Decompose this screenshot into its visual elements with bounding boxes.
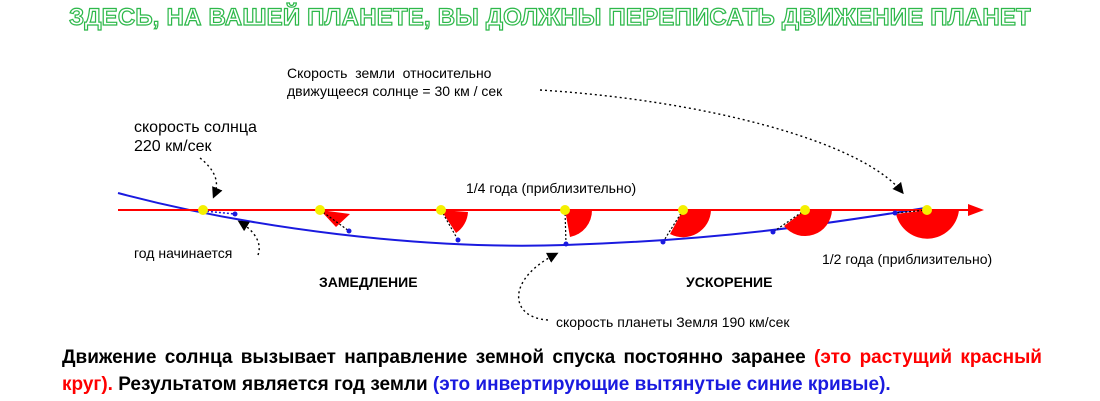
earth-marker: [892, 210, 898, 216]
leader-year-begins: [237, 220, 260, 256]
caption-part3: Результатом является год земли: [112, 374, 433, 395]
sun-marker: [800, 205, 810, 215]
growth-sector: [670, 210, 711, 238]
sun-earth-link: [772, 209, 806, 233]
label-sun-speed-line1: скорость солнца: [134, 119, 257, 136]
sun-marker: [436, 205, 446, 215]
sun-earth-link: [894, 209, 928, 214]
growth-sector: [320, 210, 350, 227]
sun-earth-link: [440, 209, 459, 241]
label-earth-speed-line2: движущееся солнце = 30 км / сек: [287, 83, 503, 99]
label-year-begins: год начинается: [134, 245, 232, 261]
earth-marker: [770, 229, 776, 235]
leader-planet-speed: [517, 252, 559, 321]
growth-sector: [784, 210, 832, 237]
leader-earth-speed: [539, 89, 904, 195]
sun-marker: [315, 205, 325, 215]
sun-earth-link: [202, 210, 236, 215]
earth-marker: [346, 228, 352, 234]
sun-marker: [198, 205, 208, 215]
label-sun-speed-line2: 220 км/сек: [134, 138, 212, 155]
label-slowing: ЗАМЕДЛЕНИЕ: [319, 274, 418, 290]
sun-marker: [560, 205, 570, 215]
label-speeding: УСКОРЕНИЕ: [686, 274, 772, 290]
caption-red-note: (это растущий красный круг).: [62, 347, 1042, 395]
sun-path-arrowhead: [968, 204, 984, 216]
earth-marker: [563, 241, 569, 247]
earth-marker: [455, 237, 461, 243]
growth-sector: [565, 210, 593, 237]
caption-blue-note: (это инвертирующие вытянутые синие кривы…: [432, 374, 891, 395]
growth-sector: [896, 210, 959, 239]
leader-sun-speed: [199, 157, 223, 199]
caption-part1: Движение солнца вызывает направление зем…: [62, 347, 815, 368]
earth-marker: [660, 239, 666, 245]
growth-sector: [441, 210, 468, 233]
label-half-year: 1/2 года (приблизительно): [822, 251, 992, 267]
earth-marker: [232, 211, 238, 217]
sun-marker: [678, 205, 688, 215]
label-quarter-year: 1/4 года (приблизительно): [466, 180, 636, 196]
explanation-caption: Движение солнца вызывает направление зем…: [62, 344, 1042, 398]
headline: ЗДЕСЬ, НА ВАШЕЙ ПЛАНЕТЕ, ВЫ ДОЛЖНЫ ПЕРЕП…: [68, 3, 1031, 31]
sun-earth-link: [319, 209, 350, 232]
label-planet-speed: скорость планеты Земля 190 км/сек: [556, 314, 790, 330]
sun-earth-link: [564, 209, 567, 245]
label-earth-speed-line1: Скорость земли относительно: [287, 65, 492, 81]
sun-marker: [922, 205, 932, 215]
